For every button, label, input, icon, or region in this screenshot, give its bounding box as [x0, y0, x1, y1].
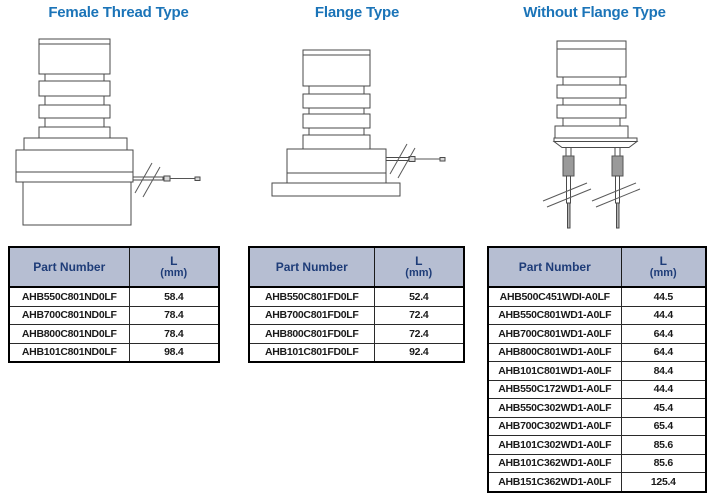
part-number-cell: AHB800C801WD1-A0LF [487, 342, 622, 362]
length-cell: 52.4 [373, 286, 465, 307]
part-number-cell: AHB101C801FD0LF [248, 342, 375, 363]
part-number-cell: AHB800C801FD0LF [248, 324, 375, 344]
length-cell: 64.4 [620, 342, 707, 362]
section-without-flange-type: Without Flange Type [477, 0, 712, 493]
length-cell: 78.4 [128, 324, 220, 344]
part-number-cell: AHB500C451WDI-A0LF [487, 286, 622, 307]
section-flange-type: Flange Type [237, 0, 477, 488]
part-number-cell: AHB550C302WD1-A0LF [487, 398, 622, 418]
length-header-unit: (mm) [649, 266, 677, 279]
part-number-cell: AHB550C172WD1-A0LF [487, 379, 622, 399]
section-title: Female Thread Type [48, 4, 189, 21]
part-number-header: Part Number [487, 246, 622, 288]
part-number-cell: AHB101C801WD1-A0LF [487, 361, 622, 381]
length-cell: 65.4 [620, 416, 707, 436]
part-number-header: Part Number [248, 246, 375, 288]
length-cell: 72.4 [373, 324, 465, 344]
length-cell: 45.4 [620, 398, 707, 418]
length-header-l: L [170, 253, 178, 268]
without-flange-antenna-drawing [542, 40, 641, 229]
flange-antenna-drawing [271, 49, 446, 197]
length-cell: 84.4 [620, 361, 707, 381]
part-number-cell: AHB700C801FD0LF [248, 305, 375, 325]
length-cell: 85.6 [620, 435, 707, 455]
length-cell: 98.4 [128, 342, 220, 363]
length-header-l: L [415, 253, 423, 268]
length-cell: 125.4 [620, 472, 707, 492]
part-number-cell: AHB550C801ND0LF [8, 286, 130, 307]
table-header-row: Part Number L (mm) [248, 246, 465, 288]
length-cell: 44.5 [620, 286, 707, 307]
section-title: Without Flange Type [523, 4, 666, 21]
part-number-cell: AHB101C362WD1-A0LF [487, 453, 622, 473]
section-title: Flange Type [314, 4, 400, 21]
length-header: L (mm) [128, 246, 220, 288]
part-number-cell: AHB101C302WD1-A0LF [487, 435, 622, 455]
part-number-cell: AHB550C801FD0LF [248, 286, 375, 307]
length-header-unit: (mm) [160, 266, 188, 279]
part-number-cell: AHB101C801ND0LF [8, 342, 130, 363]
length-cell: 44.4 [620, 305, 707, 325]
part-number-cell: AHB800C801ND0LF [8, 324, 130, 344]
part-number-cell: AHB700C801ND0LF [8, 305, 130, 325]
part-number-cell: AHB700C801WD1-A0LF [487, 324, 622, 344]
length-cell: 72.4 [373, 305, 465, 325]
length-cell: 58.4 [128, 286, 220, 307]
length-cell: 85.6 [620, 453, 707, 473]
length-cell: 44.4 [620, 379, 707, 399]
part-number-cell: AHB700C302WD1-A0LF [487, 416, 622, 436]
table-header-row: Part Number L (mm) [8, 246, 220, 288]
length-header: L (mm) [620, 246, 707, 288]
section-female-thread-type: Female Thread Type [0, 0, 237, 488]
part-number-cell: AHB550C801WD1-A0LF [487, 305, 622, 325]
part-number-header: Part Number [8, 246, 130, 288]
female-thread-antenna-drawing [15, 38, 201, 226]
length-cell: 64.4 [620, 324, 707, 344]
length-header: L (mm) [373, 246, 465, 288]
length-header-l: L [659, 253, 667, 268]
part-number-cell: AHB151C362WD1-A0LF [487, 472, 622, 492]
table-header-row: Part Number L (mm) [487, 246, 707, 288]
length-cell: 78.4 [128, 305, 220, 325]
length-cell: 92.4 [373, 342, 465, 363]
length-header-unit: (mm) [405, 266, 433, 279]
